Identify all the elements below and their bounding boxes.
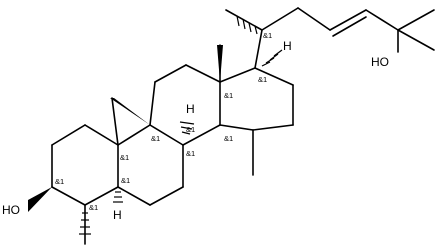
- hydroxyl-label-c3: HO: [2, 203, 20, 217]
- stereo-label-c4: &1: [89, 203, 98, 212]
- stereo-label-c20: &1: [263, 31, 272, 40]
- hydrogen-label-c5: H: [113, 208, 122, 222]
- wedge-bonds: [28, 45, 223, 212]
- stereo-label-c8: &1: [186, 125, 195, 134]
- atom-labels: HO HO H H H: [2, 39, 389, 222]
- stereo-label-c13: &1: [224, 91, 233, 100]
- stereo-label-c17: &1: [258, 75, 267, 84]
- hydroxyl-label-sidechain: HO: [371, 55, 389, 69]
- bond-lines: [51, 7, 435, 245]
- stereo-label-c8-lower: &1: [186, 149, 195, 158]
- stereo-label-c5: &1: [121, 176, 130, 185]
- hydrogen-label-c8: H: [186, 102, 195, 116]
- stereo-label-c14: &1: [224, 134, 233, 143]
- hash-bonds: [79, 15, 283, 235]
- stereo-label-c10: &1: [120, 153, 129, 162]
- stereo-label-c9: &1: [151, 134, 160, 143]
- stereo-labels: &1 &1 &1 &1 &1 &1 &1 &1 &1 &1 &1: [55, 31, 272, 212]
- hydrogen-label-c17: H: [283, 39, 292, 53]
- stereo-label-c3: &1: [55, 177, 64, 186]
